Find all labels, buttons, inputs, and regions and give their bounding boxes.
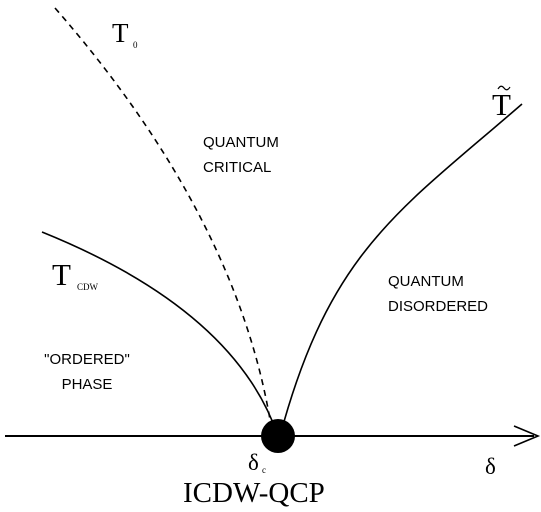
quantum-disordered-region: QUANTUM DISORDERED xyxy=(388,269,488,319)
quantum-critical-point xyxy=(261,419,295,453)
delta-c-subscript: c xyxy=(262,465,266,475)
ordered-line2: PHASE xyxy=(61,376,113,393)
quantum-critical-region: QUANTUM CRITICAL xyxy=(203,130,279,180)
ordered-phase-region: "ORDERED" PHASE xyxy=(31,347,143,397)
t-tilde-label: T xyxy=(492,87,511,122)
quantum-critical-line2: CRITICAL xyxy=(203,159,272,176)
quantum-critical-line1: QUANTUM xyxy=(203,134,279,151)
delta-axis-label: δ xyxy=(485,454,496,479)
delta-axis-arrowhead xyxy=(513,425,541,447)
qcp-caption: ICDW-QCP xyxy=(183,477,325,509)
t-cdw-curve xyxy=(41,231,279,437)
t-cdw-label: T xyxy=(52,257,71,292)
delta-c-label: δ xyxy=(248,450,259,475)
t0-subscript: 0 xyxy=(133,40,138,50)
ordered-line1: "ORDERED" xyxy=(44,351,130,368)
t0-dashed-curve xyxy=(54,7,273,433)
t-cdw-subscript: CDW xyxy=(77,282,98,292)
tilde-mark xyxy=(497,85,511,91)
t-tilde-curve xyxy=(279,103,523,437)
quantum-disordered-line1: QUANTUM xyxy=(388,273,464,290)
t0-label: T xyxy=(112,18,129,48)
quantum-disordered-line2: DISORDERED xyxy=(388,298,489,315)
